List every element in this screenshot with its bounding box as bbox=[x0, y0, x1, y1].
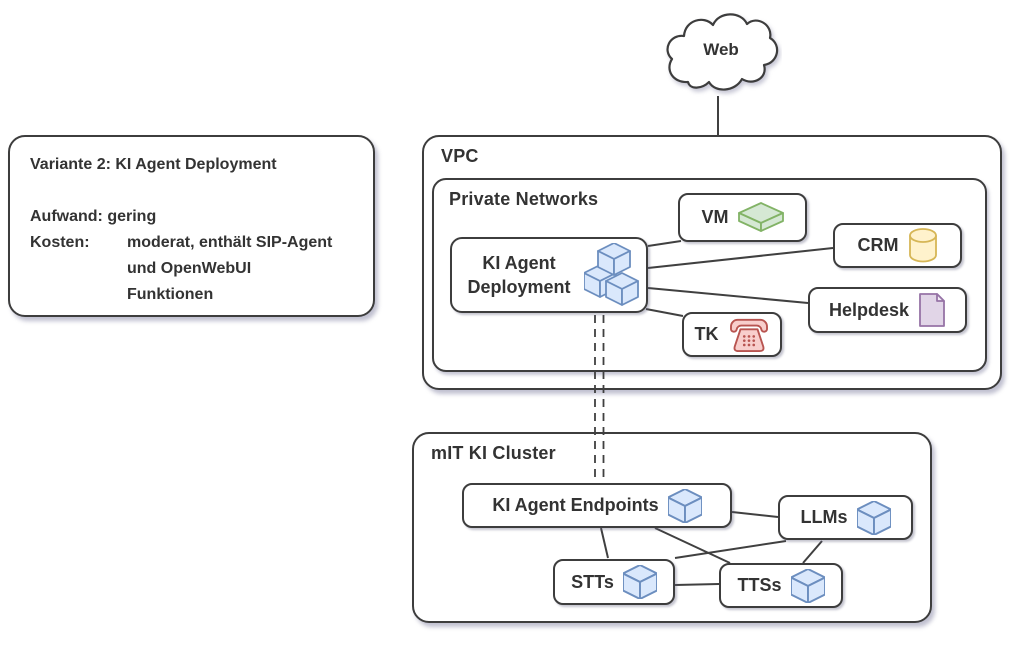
edge-kad-endpoints-dashed bbox=[594, 315, 605, 483]
web-cloud-node: Web bbox=[660, 6, 782, 102]
note-kosten-row: Kosten: moderat, enthält SIP-Agent und O… bbox=[30, 230, 353, 308]
node-vm: VM bbox=[678, 193, 807, 242]
database-icon bbox=[908, 228, 937, 263]
node-tk: TK bbox=[682, 312, 782, 357]
note-title: Variante 2: KI Agent Deployment bbox=[30, 156, 277, 173]
node-ttss: TTSs bbox=[719, 563, 843, 608]
edge-stts-llms bbox=[674, 540, 787, 559]
note-aufwand-row: Aufwand: gering bbox=[30, 204, 353, 230]
edge-kad-tk bbox=[645, 308, 684, 317]
aufwand-label: Aufwand: bbox=[30, 208, 108, 225]
node-label: STTs bbox=[571, 571, 614, 592]
node-label: Helpdesk bbox=[828, 299, 910, 320]
edge-kad-crm bbox=[647, 247, 834, 269]
cubes-icon bbox=[584, 243, 639, 306]
edge-kae-ttss bbox=[654, 527, 731, 564]
cube-icon bbox=[622, 565, 657, 599]
variant-note-content: Variante 2: KI Agent Deployment Aufwand:… bbox=[10, 137, 373, 315]
node-label: VM bbox=[701, 207, 729, 227]
variant-note-box: Variante 2: KI Agent Deployment Aufwand:… bbox=[8, 135, 375, 317]
node-ki-agent-deployment: KI Agent Deployment bbox=[450, 237, 648, 313]
cube-icon bbox=[790, 568, 825, 603]
vpc-label: VPC bbox=[441, 146, 479, 166]
aufwand-value: gering bbox=[107, 208, 157, 225]
node-ki-agent-endpoints: KI Agent Endpoints bbox=[462, 483, 732, 528]
cluster-label: mIT KI Cluster bbox=[431, 443, 556, 463]
node-stts: STTs bbox=[553, 559, 675, 605]
phone-icon bbox=[729, 318, 768, 352]
kosten-label: Kosten: bbox=[30, 234, 90, 251]
edge-kae-stts bbox=[600, 527, 609, 559]
edge-stts-ttss bbox=[674, 583, 720, 586]
cloud-icon bbox=[666, 13, 779, 91]
node-llms: LLMs bbox=[778, 495, 913, 540]
node-label: KI Agent Endpoints bbox=[492, 495, 659, 515]
edge-kad-vm bbox=[647, 240, 682, 247]
node-label: TK bbox=[694, 324, 719, 344]
private-networks-label: Private Networks bbox=[449, 189, 599, 209]
cube-icon bbox=[856, 500, 891, 535]
cloud-label: Web bbox=[703, 40, 739, 59]
slab-icon bbox=[737, 202, 784, 232]
edge-kae-llms bbox=[731, 511, 779, 518]
edge-kad-helpdesk bbox=[647, 287, 809, 304]
node-label: TTSs bbox=[737, 575, 782, 595]
node-label: CRM bbox=[857, 235, 899, 255]
node-helpdesk: Helpdesk bbox=[808, 287, 967, 333]
node-label: LLMs bbox=[800, 507, 848, 527]
document-icon bbox=[919, 293, 945, 327]
node-crm: CRM bbox=[833, 223, 962, 268]
edge-llms-ttss bbox=[802, 540, 823, 564]
cube-icon bbox=[667, 488, 702, 523]
kosten-value: moderat, enthält SIP-Agent und OpenWebUI… bbox=[127, 234, 333, 303]
node-label: KI Agent Deployment bbox=[467, 252, 571, 297]
